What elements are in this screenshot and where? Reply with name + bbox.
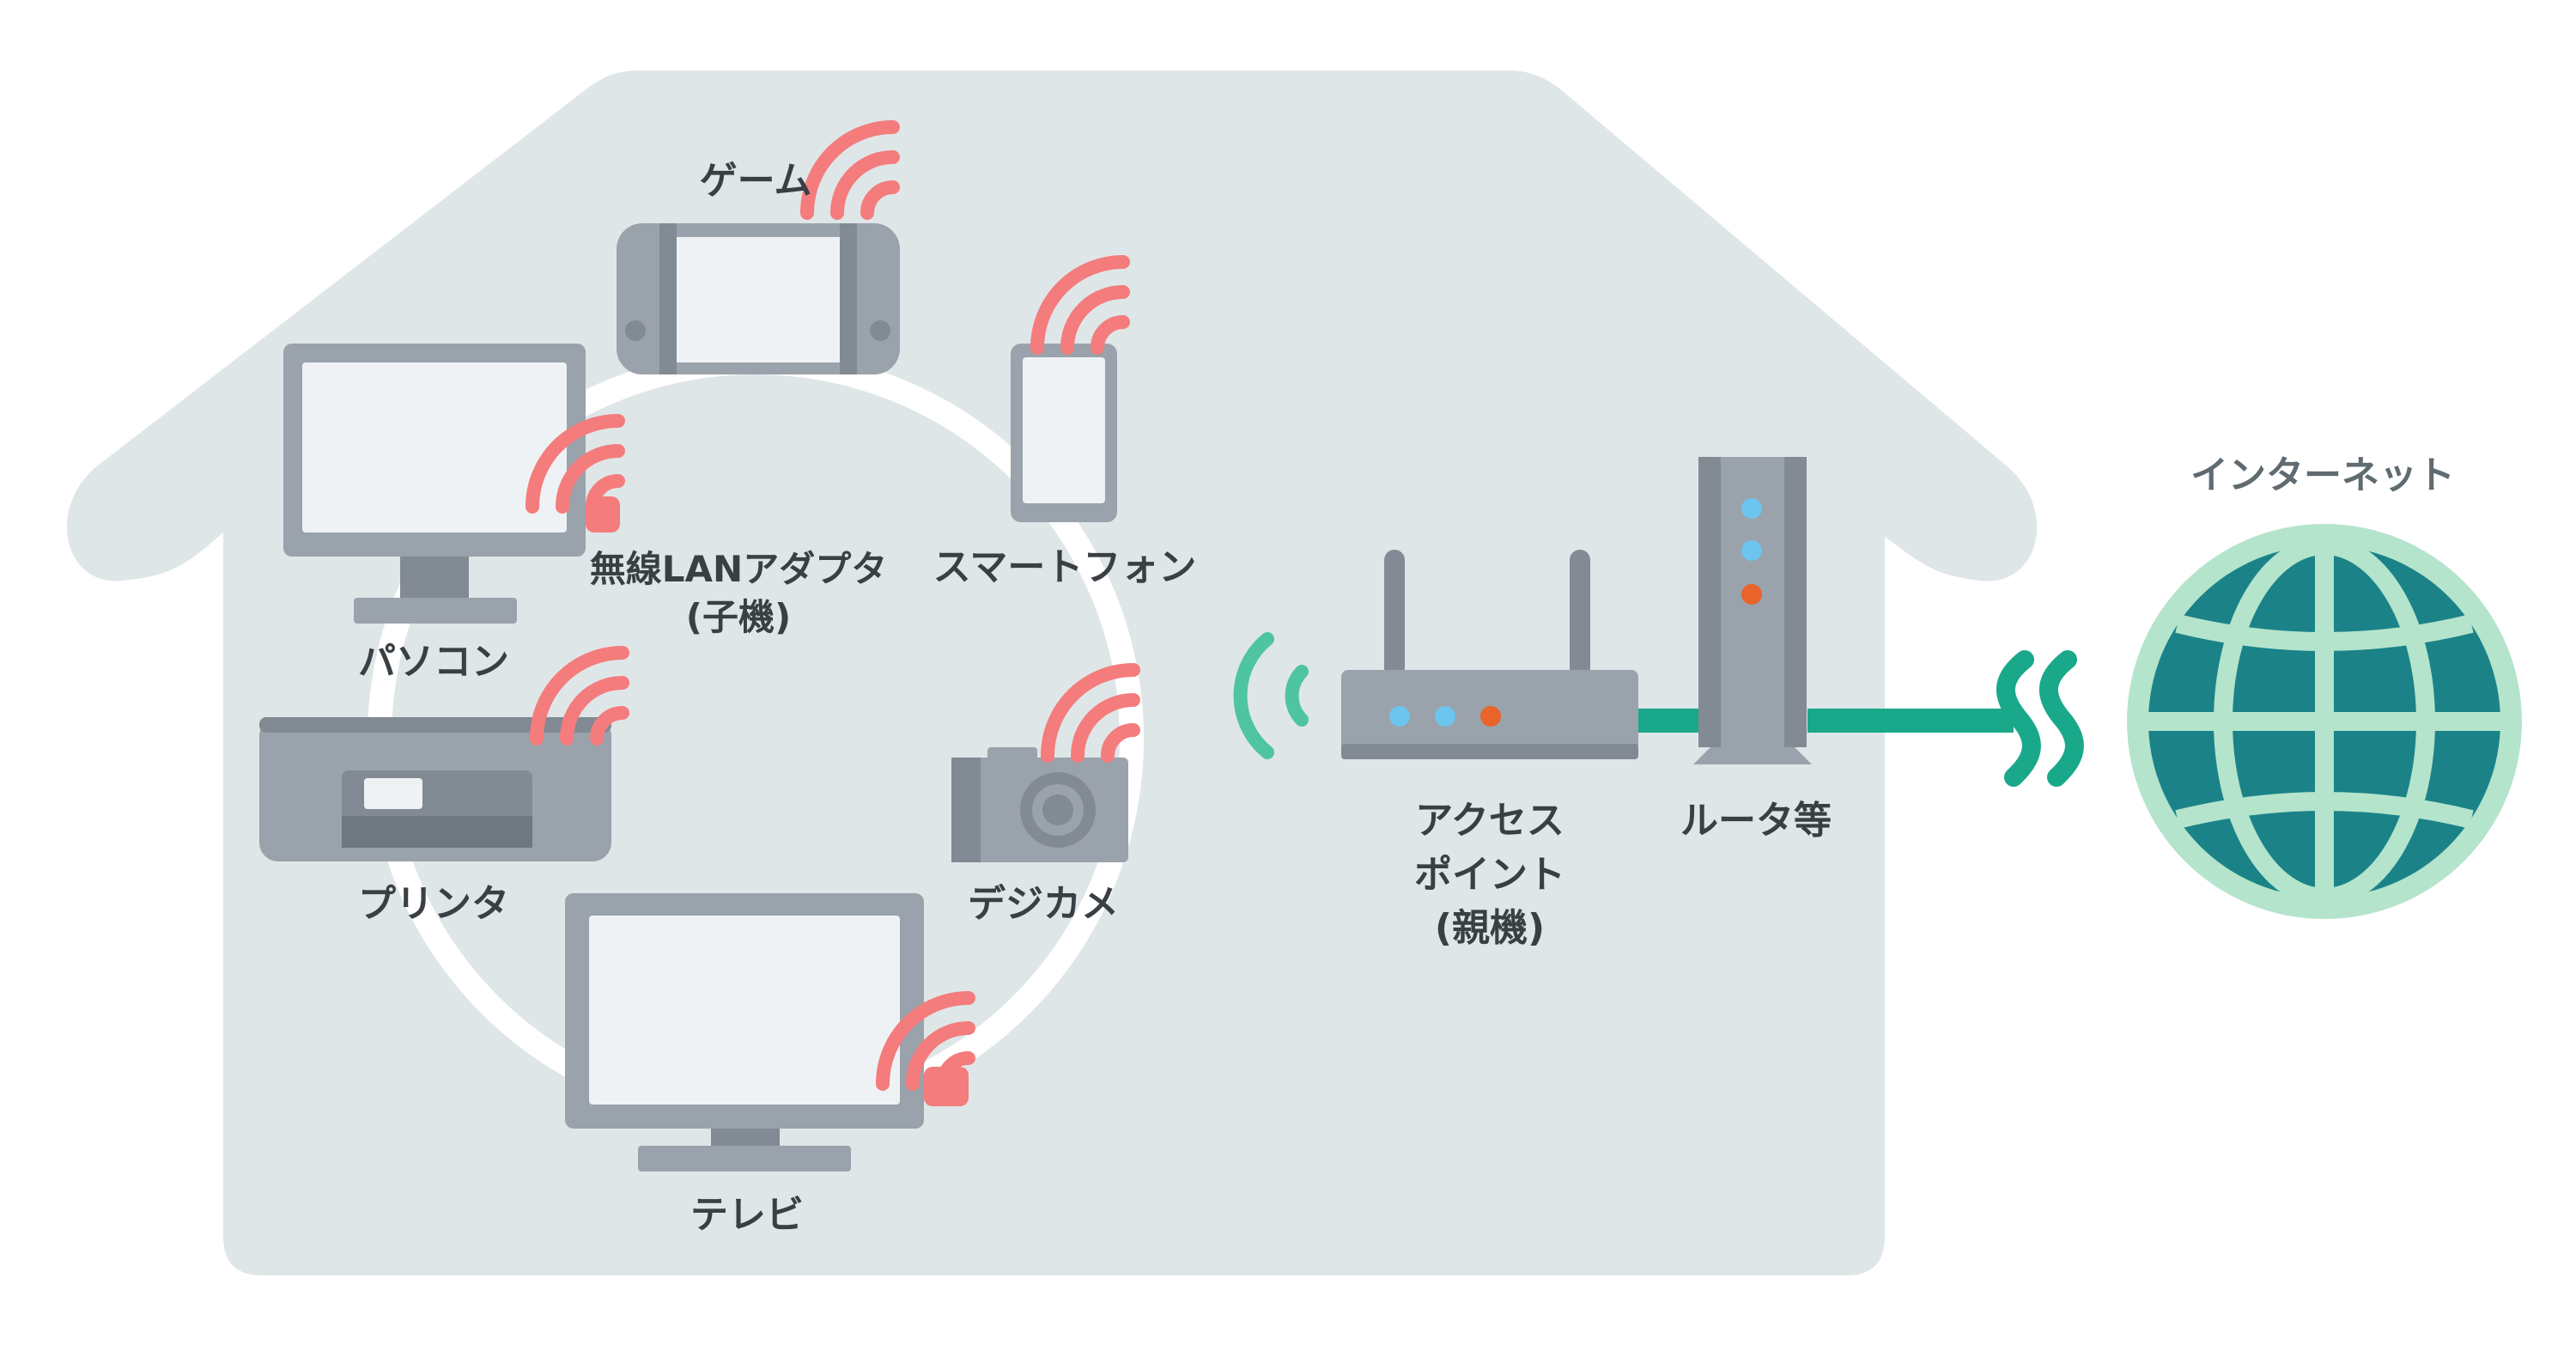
printer-label: プリンタ: [358, 882, 509, 926]
access-point-label-line2: ポイント: [1414, 853, 1565, 897]
adapter-label-line2: (子機): [685, 596, 792, 638]
camera-icon: [951, 747, 1128, 862]
access-point-wifi-icon: [1233, 632, 1309, 759]
game-console-icon: [617, 223, 900, 374]
printer-icon: [259, 717, 611, 861]
camera-label: デジカメ: [968, 882, 1119, 926]
wifi-router-icon: [1341, 550, 1638, 759]
desktop-monitor-icon: [283, 344, 586, 624]
ap-router-cable: [1631, 709, 1700, 733]
router-internet-cable: [1807, 709, 2014, 733]
game-label: ゲーム: [699, 159, 812, 203]
smartphone-label: スマートフォン: [933, 545, 1197, 589]
internet-label: インターネット: [2190, 453, 2455, 497]
cable-break-icon: [1996, 650, 2041, 787]
tv-label: テレビ: [690, 1193, 804, 1237]
smartphone-icon: [1011, 344, 1117, 522]
tv-icon: [565, 893, 924, 1172]
access-point-label-line1: アクセス: [1415, 799, 1564, 843]
adapter-label-line1: 無線LANアダプタ: [589, 548, 888, 590]
router-tower-icon: [1693, 457, 1812, 764]
globe-icon: [2127, 524, 2522, 919]
pc-label: パソコン: [358, 640, 509, 684]
router-label: ルータ等: [1680, 799, 1832, 843]
access-point-label-line3: (親機): [1434, 906, 1546, 950]
cables: [1631, 650, 2084, 787]
